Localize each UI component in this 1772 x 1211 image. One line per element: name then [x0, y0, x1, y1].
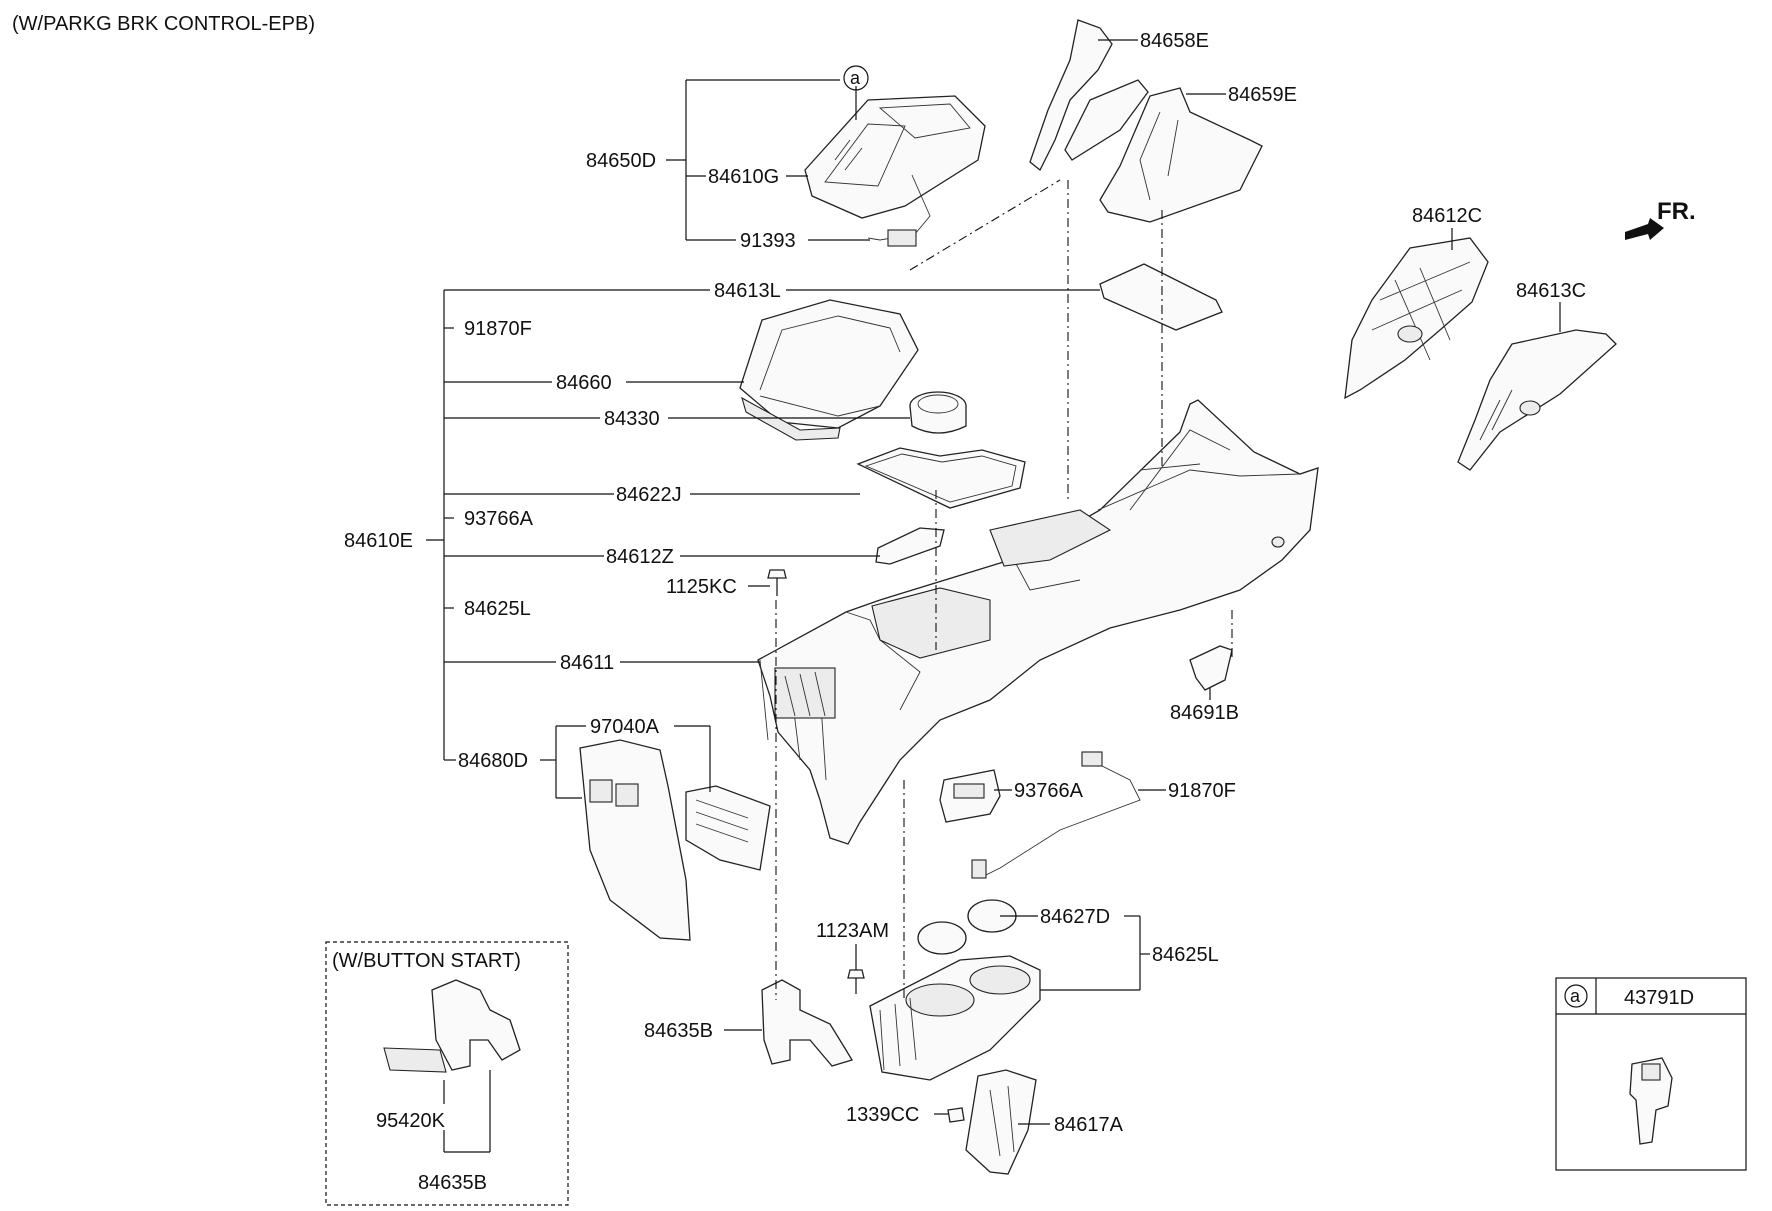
- diagram-title: (W/PARKG BRK CONTROL-EPB): [12, 13, 315, 35]
- part-label-93766A-top: 93766A: [464, 508, 534, 530]
- mat-84612Z: [875, 527, 945, 565]
- cup-holder-insert-84330: [909, 391, 967, 434]
- cup-ring-84627D: [917, 899, 1017, 955]
- bracket-84617A: [965, 1069, 1037, 1175]
- wiring-harness-part: [867, 174, 931, 247]
- callout-box-part-number: 43791D: [1624, 987, 1694, 1009]
- part-label-84622J: 84622J: [616, 484, 682, 506]
- front-arrow-icon: [1625, 218, 1664, 240]
- part-label-84610E: 84610E: [344, 530, 413, 552]
- part-label-91870F-top: 91870F: [464, 318, 532, 340]
- screw-1123AM: [847, 969, 865, 994]
- part-label-84650D: 84650D: [586, 150, 656, 172]
- part-label-84610G: 84610G: [708, 166, 779, 188]
- part-label-84612Z: 84612Z: [606, 546, 674, 568]
- part-label-1123AM: 1123AM: [816, 920, 889, 942]
- rear-panel-84680D: [579, 739, 691, 941]
- callout-marker-a-label: a: [850, 68, 861, 88]
- main-console-body: [757, 399, 1319, 845]
- part-label-97040A: 97040A: [590, 716, 660, 738]
- button-start-inset: (W/BUTTON START) 95420K 84635B: [325, 941, 569, 1206]
- alignment-lines: [775, 179, 1233, 1000]
- part-label-84658E: 84658E: [1140, 30, 1209, 52]
- part-label-84617A: 84617A: [1054, 1114, 1124, 1136]
- button-start-title: (W/BUTTON START): [332, 950, 521, 972]
- leader-lines: [426, 39, 1561, 1153]
- part-label-1125KC: 1125KC: [666, 576, 737, 598]
- mat-84622J: [856, 447, 1026, 509]
- part-label-1339CC: 1339CC: [846, 1104, 919, 1126]
- callout-box-part-icon: [1629, 1057, 1673, 1145]
- part-label-91393: 91393: [740, 230, 796, 252]
- part-label-93766A-bottom: 93766A: [1014, 780, 1084, 802]
- button-start-inset-frame: [325, 941, 569, 1206]
- part-label-84625L-top: 84625L: [464, 598, 531, 620]
- switch-93766A: [939, 769, 1001, 823]
- shift-bezel-part: [804, 95, 986, 219]
- pad-84613L: [1099, 263, 1223, 331]
- side-trim-panel-right: [1099, 87, 1263, 223]
- button-start-bracket: [383, 979, 521, 1073]
- part-label-84330: 84330: [604, 408, 660, 430]
- part-label-84625L-bottom: 84625L: [1152, 944, 1219, 966]
- wire-91870F: [971, 751, 1141, 879]
- armrest-lid-part: [739, 299, 919, 441]
- part-label-91870F-bottom: 91870F: [1168, 780, 1236, 802]
- cup-holder-84625L: [869, 955, 1041, 1081]
- part-labels: 84658E 84659E 84650D 84610G 91393 84612C…: [344, 30, 1586, 1136]
- part-label-84635B: 84635B: [644, 1020, 713, 1042]
- part-label-84613C: 84613C: [1516, 280, 1586, 302]
- part-label-84635B-inset: 84635B: [418, 1172, 487, 1194]
- bracket-84635B: [761, 979, 853, 1067]
- callout-box-symbol: a: [1570, 986, 1581, 1006]
- front-direction-marker: FR.: [1625, 198, 1696, 240]
- bracket-84691B: [1189, 645, 1233, 691]
- callout-box-a: a 43791D: [1555, 977, 1747, 1171]
- part-label-84659E: 84659E: [1228, 84, 1297, 106]
- rear-side-trim-84612C: [1344, 237, 1489, 400]
- clip-1339CC: [947, 1107, 965, 1123]
- part-label-84612C: 84612C: [1412, 205, 1482, 227]
- callout-marker-a: a: [843, 65, 869, 91]
- side-trim-panel-left: [1029, 19, 1149, 172]
- part-label-84691B: 84691B: [1170, 702, 1239, 724]
- part-label-95420K: 95420K: [376, 1110, 446, 1132]
- front-marker-label: FR.: [1657, 198, 1696, 225]
- callout-box-frame: [1555, 977, 1747, 1171]
- part-label-84611: 84611: [560, 652, 614, 674]
- vent-97040A: [685, 785, 771, 871]
- part-label-84627D: 84627D: [1040, 906, 1110, 928]
- screw-1125KC: [767, 569, 787, 596]
- part-label-84613L: 84613L: [714, 280, 781, 302]
- part-label-84660: 84660: [556, 372, 612, 394]
- part-label-84680D: 84680D: [458, 750, 528, 772]
- rear-side-trim-84613C: [1457, 329, 1617, 471]
